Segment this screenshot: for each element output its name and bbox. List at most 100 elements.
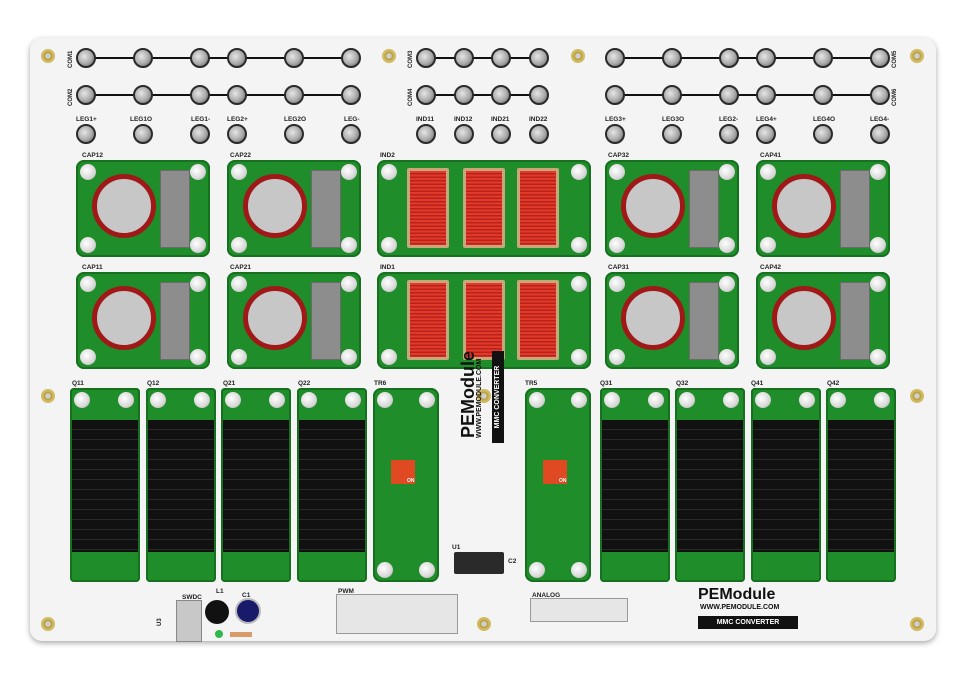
terminal-post[interactable]: [133, 85, 153, 105]
terminal-post[interactable]: [284, 85, 304, 105]
terminal-post[interactable]: [605, 124, 625, 144]
terminal-post[interactable]: [605, 85, 625, 105]
terminal-post[interactable]: [719, 85, 739, 105]
terminal-post[interactable]: [529, 85, 549, 105]
terminal-post[interactable]: [227, 48, 247, 68]
bus-wire: [426, 94, 540, 96]
dip-switch[interactable]: [391, 460, 415, 484]
terminal-post[interactable]: [756, 85, 776, 105]
terminal-post[interactable]: [416, 124, 436, 144]
pwm-header[interactable]: [336, 594, 458, 634]
leg-label: LEG4-: [870, 116, 890, 123]
terminal-post[interactable]: [529, 124, 549, 144]
terminal-post[interactable]: [870, 85, 890, 105]
switch-module: [826, 388, 896, 582]
terminal-post[interactable]: [133, 48, 153, 68]
terminal-post[interactable]: [190, 48, 210, 68]
terminal-post[interactable]: [341, 85, 361, 105]
terminal-post[interactable]: [719, 124, 739, 144]
switch-label: Q21: [223, 380, 236, 387]
leg-label: LEG1+: [76, 116, 97, 123]
terminal-post[interactable]: [227, 124, 247, 144]
pwm-label: PWM: [338, 588, 354, 595]
terminal-post[interactable]: [813, 85, 833, 105]
terminal-post[interactable]: [454, 124, 474, 144]
inductor-module: [377, 272, 591, 369]
terminal-post[interactable]: [416, 85, 436, 105]
u3-label: U3: [157, 618, 163, 626]
terminal-post[interactable]: [756, 48, 776, 68]
terminal-post[interactable]: [341, 48, 361, 68]
u1-label: U1: [452, 544, 461, 551]
capacitor-module: [605, 272, 739, 369]
cap-label: CAP32: [608, 152, 629, 159]
terminal-post[interactable]: [76, 85, 96, 105]
cap-label: CAP41: [760, 152, 781, 159]
terminal-post[interactable]: [491, 48, 511, 68]
leg-label: LEG2+: [227, 116, 248, 123]
inductor-l1: [205, 600, 229, 624]
terminal-post[interactable]: [605, 48, 625, 68]
terminal-post[interactable]: [813, 48, 833, 68]
terminal-post[interactable]: [662, 48, 682, 68]
leg-label: LEG1-: [191, 116, 211, 123]
inductor-label: IND2: [380, 152, 395, 159]
website: WWW.PEMODULE.COM: [700, 604, 780, 611]
swdc-connector[interactable]: [176, 600, 202, 642]
leg-label: LEG2O: [284, 116, 307, 123]
leg-label: LEG3+: [605, 116, 626, 123]
cap-label: CAP42: [760, 264, 781, 271]
switch-module: [146, 388, 216, 582]
terminal-post[interactable]: [454, 85, 474, 105]
terminal-post[interactable]: [416, 48, 436, 68]
terminal-post[interactable]: [529, 48, 549, 68]
terminal-post[interactable]: [662, 85, 682, 105]
inductor-module: [377, 160, 591, 257]
cap-label: CAP11: [82, 264, 103, 271]
terminal-post[interactable]: [491, 124, 511, 144]
terminal-post[interactable]: [76, 124, 96, 144]
analog-label: ANALOG: [532, 592, 561, 599]
terminal-post[interactable]: [284, 48, 304, 68]
terminal-post[interactable]: [662, 124, 682, 144]
switch-label: Q22: [298, 380, 311, 387]
terminal-post[interactable]: [454, 48, 474, 68]
mounting-hole: [571, 49, 585, 63]
bus-wire: [615, 57, 885, 59]
terminal-post[interactable]: [491, 85, 511, 105]
inductor-label: IND1: [380, 264, 395, 271]
switch-module: [70, 388, 140, 582]
com6-label: COM6: [892, 88, 898, 106]
cap-label: CAP12: [82, 152, 103, 159]
leg-label: IND22: [529, 116, 548, 123]
cap-label: CAP21: [230, 264, 251, 271]
terminal-post[interactable]: [870, 124, 890, 144]
terminal-post[interactable]: [227, 85, 247, 105]
capacitor-module: [605, 160, 739, 257]
terminal-post[interactable]: [284, 124, 304, 144]
com5-label: COM5: [892, 50, 898, 68]
terminal-post[interactable]: [341, 124, 361, 144]
terminal-post[interactable]: [813, 124, 833, 144]
capacitor-module: [76, 272, 210, 369]
switch-module: [297, 388, 367, 582]
terminal-post[interactable]: [870, 48, 890, 68]
mounting-hole: [477, 389, 491, 403]
dip-switch[interactable]: [543, 460, 567, 484]
capacitor-module: [756, 272, 890, 369]
capacitor-module: [227, 160, 361, 257]
terminal-post[interactable]: [719, 48, 739, 68]
dip-label: ON: [559, 478, 567, 484]
terminal-post[interactable]: [133, 124, 153, 144]
switch-module: [675, 388, 745, 582]
leg-label: IND21: [491, 116, 510, 123]
swdc-label: SWDC: [182, 594, 202, 601]
terminal-post[interactable]: [756, 124, 776, 144]
website-vertical: WWW.PEMODULE.COM: [476, 358, 483, 438]
terminal-post[interactable]: [190, 124, 210, 144]
cap-label: CAP31: [608, 264, 629, 271]
terminal-post[interactable]: [76, 48, 96, 68]
switch-label: Q12: [147, 380, 160, 387]
terminal-post[interactable]: [190, 85, 210, 105]
analog-header[interactable]: [530, 598, 628, 622]
